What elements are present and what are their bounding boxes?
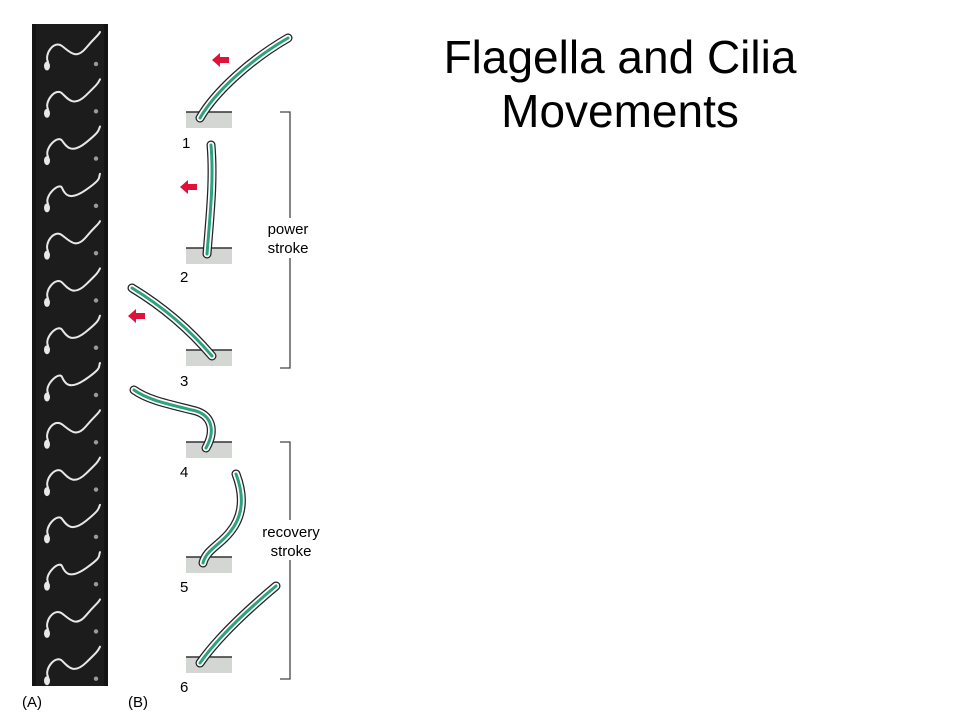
sperm-head — [44, 628, 50, 638]
stage-2: 2 — [180, 140, 232, 286]
stage-1: 1 — [182, 33, 293, 152]
stage-5: 5 — [180, 469, 246, 596]
cell-surface-1 — [186, 112, 232, 128]
stage-4: 4 — [129, 385, 232, 481]
cell-surface-6 — [186, 657, 232, 673]
stage-3: 3 — [127, 283, 232, 390]
sperm-head — [44, 487, 50, 497]
power-stroke-label-1: power — [268, 221, 309, 238]
cilium-3 — [130, 286, 214, 358]
frame-marker — [93, 676, 99, 681]
sperm-head — [44, 297, 50, 307]
sperm-head — [44, 203, 50, 213]
power-stroke-bracket: power stroke — [258, 111, 318, 369]
frame-marker — [93, 203, 99, 209]
sperm-tail — [46, 267, 101, 300]
red-arrow-icon — [180, 180, 197, 194]
sperm-tail — [46, 409, 101, 442]
stage-6: 6 — [180, 581, 281, 696]
cilium-2 — [205, 143, 214, 256]
sperm-tail — [46, 78, 101, 111]
sperm-tail — [46, 314, 101, 347]
frame-marker — [93, 440, 99, 445]
panel-a-label: (A) — [22, 694, 42, 711]
sperm-frames — [44, 31, 101, 686]
sperm-head — [44, 250, 50, 260]
sperm-tail — [46, 31, 101, 63]
sperm-head — [44, 392, 50, 402]
frame-marker — [93, 298, 99, 303]
recovery-stroke-label-1: recovery — [262, 524, 320, 541]
sperm-tail — [46, 172, 101, 205]
sperm-tail — [46, 220, 101, 253]
panel-b: 1 2 3 power stroke — [127, 33, 332, 696]
sperm-head — [44, 61, 50, 71]
sperm-head — [44, 345, 50, 355]
red-arrow-icon — [212, 53, 229, 67]
frame-marker — [93, 487, 99, 492]
frame-marker — [93, 345, 99, 350]
frame-marker — [93, 250, 99, 256]
cilium-4 — [132, 388, 213, 450]
red-arrow-icon — [128, 309, 145, 323]
sperm-head — [44, 676, 50, 686]
slide-title: Flagella and Cilia Movements — [360, 30, 880, 138]
recovery-stroke-label-2: stroke — [271, 543, 312, 560]
cell-surface-5 — [186, 557, 232, 573]
sperm-head — [44, 439, 50, 449]
frame-marker — [93, 109, 99, 114]
title-line-2: Movements — [501, 85, 739, 137]
frame-marker — [93, 156, 99, 161]
frame-marker — [93, 61, 99, 67]
step-number-4: 4 — [180, 464, 188, 481]
power-stroke-label-2: stroke — [268, 240, 309, 257]
sperm-tail — [46, 598, 101, 631]
title-line-1: Flagella and Cilia — [443, 31, 797, 83]
sperm-head — [44, 581, 50, 591]
cilium-6 — [198, 584, 278, 665]
cilium-5 — [201, 472, 243, 565]
step-number-1: 1 — [182, 135, 190, 152]
step-number-6: 6 — [180, 679, 188, 696]
panel-b-label: (B) — [128, 694, 148, 711]
sperm-head — [44, 534, 50, 544]
frame-marker — [93, 581, 99, 587]
frame-marker — [93, 629, 99, 634]
sperm-tail — [46, 362, 101, 394]
step-number-3: 3 — [180, 373, 188, 390]
cilium-1 — [198, 36, 290, 120]
panel-a-photo — [32, 24, 108, 686]
cilium-outline-1 — [195, 33, 293, 123]
sperm-tail — [46, 645, 101, 678]
frame-marker — [93, 392, 99, 398]
sperm-head — [44, 156, 50, 166]
sperm-tail — [46, 503, 101, 536]
frame-marker — [93, 534, 99, 540]
sperm-tail — [46, 125, 101, 158]
sperm-tail — [46, 551, 101, 584]
sperm-head — [44, 108, 50, 118]
sperm-tail — [46, 456, 101, 489]
step-number-5: 5 — [180, 579, 188, 596]
recovery-stroke-bracket: recovery stroke — [252, 441, 332, 680]
step-number-2: 2 — [180, 269, 188, 286]
